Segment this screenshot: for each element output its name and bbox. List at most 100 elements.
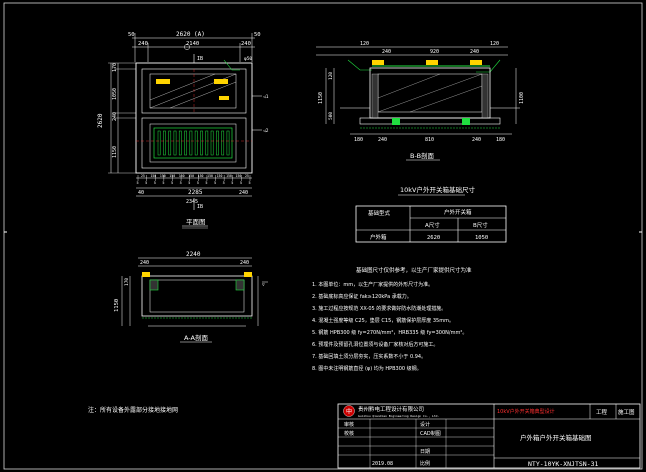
table-sub-head-b: B尺寸 — [473, 221, 488, 229]
bb-title: B-B剖面 — [410, 151, 435, 160]
plan-dim-seg-3: 240 — [241, 41, 251, 47]
table-sub-head-a: A尺寸 — [425, 221, 440, 229]
bb-dim-top-5: 120 — [490, 41, 499, 47]
bb-dim-left-3: 500 — [328, 112, 334, 120]
grille-bar — [210, 130, 214, 156]
bottom-row-gap: 150 — [169, 174, 175, 178]
bottom-row-gap: 150 — [150, 174, 156, 178]
svg-text:▽: ▽ — [262, 283, 265, 288]
plan-dim-left-2: 1050 — [112, 88, 118, 100]
plan-section-mark-bottom: IB — [197, 204, 203, 210]
grille-bar — [221, 130, 225, 156]
bottom-row-number: 5 — [188, 181, 190, 185]
company-logo — [343, 405, 355, 417]
drawing-number: NTY-10YK-XNJTSN-31 — [528, 460, 599, 468]
tb-label-cad: CAD制图 — [420, 430, 441, 437]
grille-bar — [163, 130, 166, 156]
title-block: 中 贵州黔电工程设计有限公司 Guizhou Qiandian Engineer… — [337, 403, 641, 469]
section-bb: 120 240 920 240 120 1150 120 500 1100 — [316, 41, 525, 161]
bb-dim-bot-4: 240 — [472, 137, 481, 143]
bottom-row-number: 5 — [214, 181, 216, 185]
plan-dim-seg-2: 2140 — [186, 41, 199, 47]
notes-heading: 基础图尺寸仅供参考，以生产厂家提供尺寸为准 — [356, 266, 472, 274]
note-item: 2. 基础底标高应保证 fak≥120kPa 承载力。 — [312, 293, 412, 300]
bb-dim-top-4: 240 — [470, 49, 479, 55]
table-row-head: 基础型式 — [368, 209, 391, 217]
bottom-row-number: 5 — [145, 181, 147, 185]
company-name: 贵州黔电工程设计有限公司 — [358, 405, 424, 413]
grille-bar — [200, 130, 203, 156]
bottom-row-number: 5 — [154, 181, 156, 185]
plan-title: 平面图 — [186, 218, 206, 226]
note-item: 4. 混凝土强度等级 C25，垫层 C15，钢筋保护层厚度 35mm。 — [312, 317, 454, 324]
note-item: 1. 本图单位：mm，以生产厂家提供的外形尺寸为准。 — [312, 281, 433, 288]
bottom-row-number: 5 — [223, 181, 225, 185]
aa-dim-left: 240 — [140, 260, 149, 266]
bottom-row-number: 5 — [205, 181, 207, 185]
plan-dim-top-left: 50 — [128, 32, 135, 38]
svg-text:◁2: ◁2 — [263, 128, 269, 134]
bottom-row-gap: 25 — [141, 174, 145, 178]
aa-dim-total: 2240 — [186, 251, 201, 258]
bb-dim-top-2: 240 — [382, 49, 391, 55]
dimension-table: 10kV户外开关箱基础尺寸 基础型式 户外开关箱 A尺寸 B尺寸 户外箱 262… — [355, 185, 507, 243]
notes: 基础图尺寸仅供参考，以生产厂家提供尺寸为准 1. 本图单位：mm，以生产厂家提供… — [312, 266, 472, 372]
tb-label-check: 校核 — [344, 430, 354, 437]
plan-dim-left-3: 240 — [112, 112, 118, 121]
plan-dim-bottom-left: 40 — [138, 190, 144, 196]
note-item: 5. 钢筋 HPB300 级 fy=270N/mm²，HRB335 级 fy=3… — [312, 329, 467, 336]
plan-dim-left-4: 1150 — [112, 146, 118, 158]
bb-dim-bot-3: 810 — [425, 137, 434, 143]
footnote: 注：所有设备外露部分接地接地网 — [88, 406, 178, 414]
bottom-row-gap: 25 — [245, 174, 249, 178]
bottom-row-gap: 150 — [188, 174, 194, 178]
bottom-row-number: 5 — [231, 181, 233, 185]
section-aa: 2240 240 240 1150 170 ▽ A-A剖面 — [114, 251, 268, 343]
tb-label-scale: 比例 — [420, 460, 430, 467]
plan-view: 2620 (A) 50 50 240 2140 240 IB φ50 — [97, 31, 269, 229]
grille-bar — [157, 130, 161, 156]
aa-dim-left-sub: 170 — [124, 278, 130, 286]
bottom-row-number: 5 — [137, 181, 139, 185]
grille-bar — [168, 130, 172, 156]
plan-grille — [157, 130, 230, 156]
tb-label-date: 日期 — [420, 449, 430, 455]
bottom-row-gap: 150 — [217, 174, 223, 178]
grille-bar — [205, 130, 209, 156]
bottom-row-number: 5 — [240, 181, 242, 185]
plan-dim-left-total: 2620 — [97, 113, 104, 128]
table-value-a: 2620 — [427, 235, 440, 241]
svg-text:中: 中 — [346, 408, 352, 416]
tb-date: 2019.08 — [372, 461, 393, 467]
aa-dim-right: 240 — [240, 260, 249, 266]
bottom-row-gap: 150 — [198, 174, 204, 178]
table-col-head: 户外开关箱 — [444, 208, 472, 216]
plan-section-mark-top: IB — [197, 56, 203, 62]
plan-dim-top-right: 50 — [254, 32, 261, 38]
tb-label-design: 设计 — [420, 421, 430, 428]
sheet-border — [3, 2, 643, 470]
grille-bar — [226, 130, 230, 156]
bottom-row-gap: 150 — [179, 174, 185, 178]
plan-dim-total: 2620 (A) — [176, 31, 205, 38]
project-name: 10kV户外开关箱典型设计 — [497, 408, 555, 415]
bottom-row-number: 5 — [180, 181, 182, 185]
company-name-en: Guizhou Qiandian Engineering Design Co.,… — [358, 414, 439, 418]
bottom-row-gap: 150 — [236, 174, 242, 178]
stage-right: 施工图 — [618, 408, 635, 416]
plan-dim-bottom-sub: 2345 — [186, 199, 198, 205]
table-value-b: 1050 — [475, 235, 488, 241]
bb-dim-left-1: 1150 — [318, 92, 324, 104]
plan-dim-seg-1: 240 — [138, 41, 148, 47]
bb-dim-left-2: 120 — [328, 72, 334, 80]
note-item: 6. 预埋件及预留孔洞位置须与设备厂家核对后方可施工。 — [312, 341, 438, 348]
bottom-row-gap: 150 — [160, 174, 166, 178]
bb-dim-right: 1100 — [519, 92, 525, 104]
aa-dim-left-total: 1150 — [114, 299, 120, 312]
grille-bar — [189, 130, 193, 156]
plan-dim-bottom-right: 240 — [239, 190, 248, 196]
grille-bar — [184, 130, 187, 156]
bb-dim-top-3: 920 — [430, 49, 439, 55]
